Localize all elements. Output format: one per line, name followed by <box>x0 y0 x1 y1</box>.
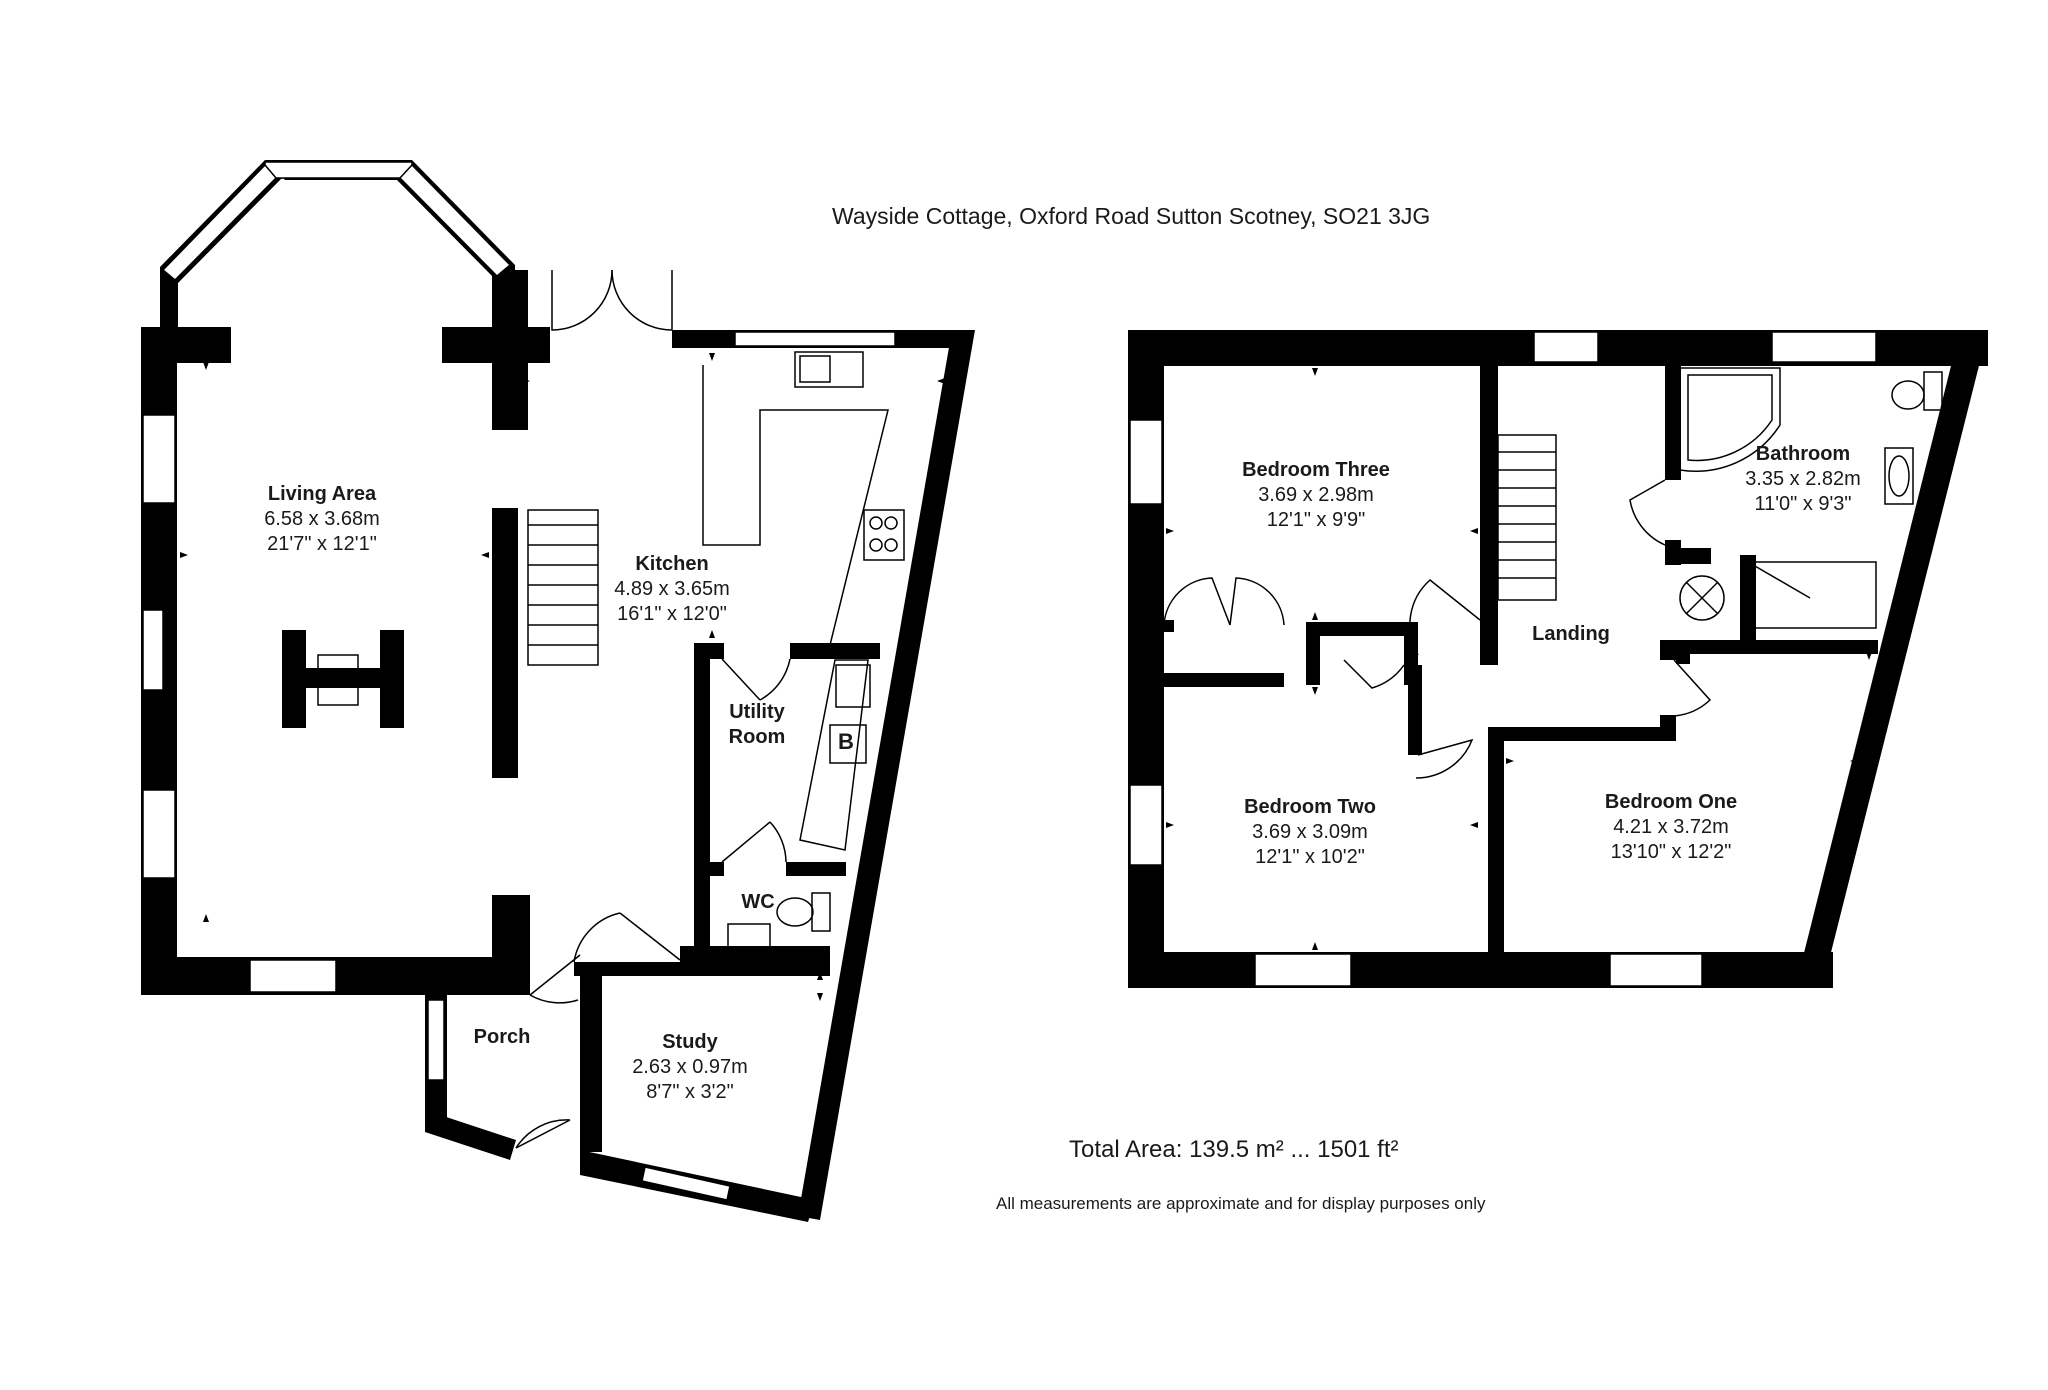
boiler-label: B <box>838 729 854 754</box>
room-name: Landing <box>1532 623 1610 645</box>
room-name: Bedroom One <box>1604 791 1738 813</box>
room-imperial: 12'1" x 9'9" <box>1266 509 1366 531</box>
room-metric: 2.63 x 0.97m <box>632 1056 748 1078</box>
first-floor-arrows <box>1166 368 1872 950</box>
room-name: Bathroom <box>1755 443 1851 465</box>
room-metric: 3.69 x 2.98m <box>1258 484 1374 506</box>
ground-floor-arrows <box>180 353 945 1001</box>
ground-floor-windows <box>142 161 896 1201</box>
room-label-utility-room: Utility Room <box>729 700 786 750</box>
ground-floor <box>141 160 975 1222</box>
room-metric: 4.89 x 3.65m <box>614 578 730 600</box>
room-name-line-2: Room <box>728 726 786 748</box>
living-area-walls <box>141 160 550 995</box>
room-label-porch: Porch <box>474 1025 531 1050</box>
room-label-bedroom-two: Bedroom Two 3.69 x 3.09m 12'1" x 10'2" <box>1244 795 1376 870</box>
room-name-line-1: Utility <box>729 701 785 723</box>
room-name: Study <box>662 1031 718 1053</box>
room-name: Living Area <box>267 483 377 505</box>
room-label-wc: WC <box>741 890 774 915</box>
room-imperial: 12'1" x 10'2" <box>1255 846 1365 868</box>
property-title: Wayside Cottage, Oxford Road Sutton Scot… <box>832 203 1431 229</box>
room-imperial: 8'7" x 3'2" <box>646 1081 734 1103</box>
room-metric: 6.58 x 3.68m <box>264 508 380 530</box>
first-floor-windows <box>1129 331 1877 987</box>
room-imperial: 11'0" x 9'3" <box>1754 493 1852 515</box>
room-label-kitchen: Kitchen 4.89 x 3.65m 16'1" x 12'0" <box>614 552 730 627</box>
first-floor <box>1128 330 1988 988</box>
room-name: Kitchen <box>635 553 709 575</box>
room-name: Porch <box>473 1026 531 1048</box>
room-label-bedroom-one: Bedroom One 4.21 x 3.72m 13'10" x 12'2" <box>1605 790 1737 865</box>
disclaimer: All measurements are approximate and for… <box>996 1194 1486 1213</box>
total-area: Total Area: 139.5 m² ... 1501 ft² <box>1069 1136 1399 1163</box>
room-name: Bedroom Three <box>1242 459 1390 481</box>
room-name: Bedroom Two <box>1244 796 1376 818</box>
room-label-living-area: Living Area 6.58 x 3.68m 21'7" x 12'1" <box>264 482 380 557</box>
room-imperial: 13'10" x 12'2" <box>1610 841 1732 863</box>
room-imperial: 16'1" x 12'0" <box>617 603 727 625</box>
room-imperial: 21'7" x 12'1" <box>267 533 377 555</box>
room-label-study: Study 2.63 x 0.97m 8'7" x 3'2" <box>632 1030 748 1105</box>
room-name: WC <box>741 891 775 913</box>
ground-floor-fixtures <box>317 269 905 1149</box>
room-label-bathroom: Bathroom 3.35 x 2.82m 11'0" x 9'3" <box>1745 442 1861 517</box>
room-label-landing: Landing <box>1532 622 1610 647</box>
stair-wall <box>492 508 518 778</box>
chimney-breast <box>282 630 306 728</box>
room-metric: 4.21 x 3.72m <box>1613 816 1729 838</box>
kitchen-east-wall <box>798 330 975 1220</box>
room-metric: 3.69 x 3.09m <box>1252 821 1368 843</box>
room-label-bedroom-three: Bedroom Three 3.69 x 2.98m 12'1" x 9'9" <box>1242 458 1390 533</box>
first-floor-fixtures <box>1163 367 1943 779</box>
room-metric: 3.35 x 2.82m <box>1745 468 1861 490</box>
